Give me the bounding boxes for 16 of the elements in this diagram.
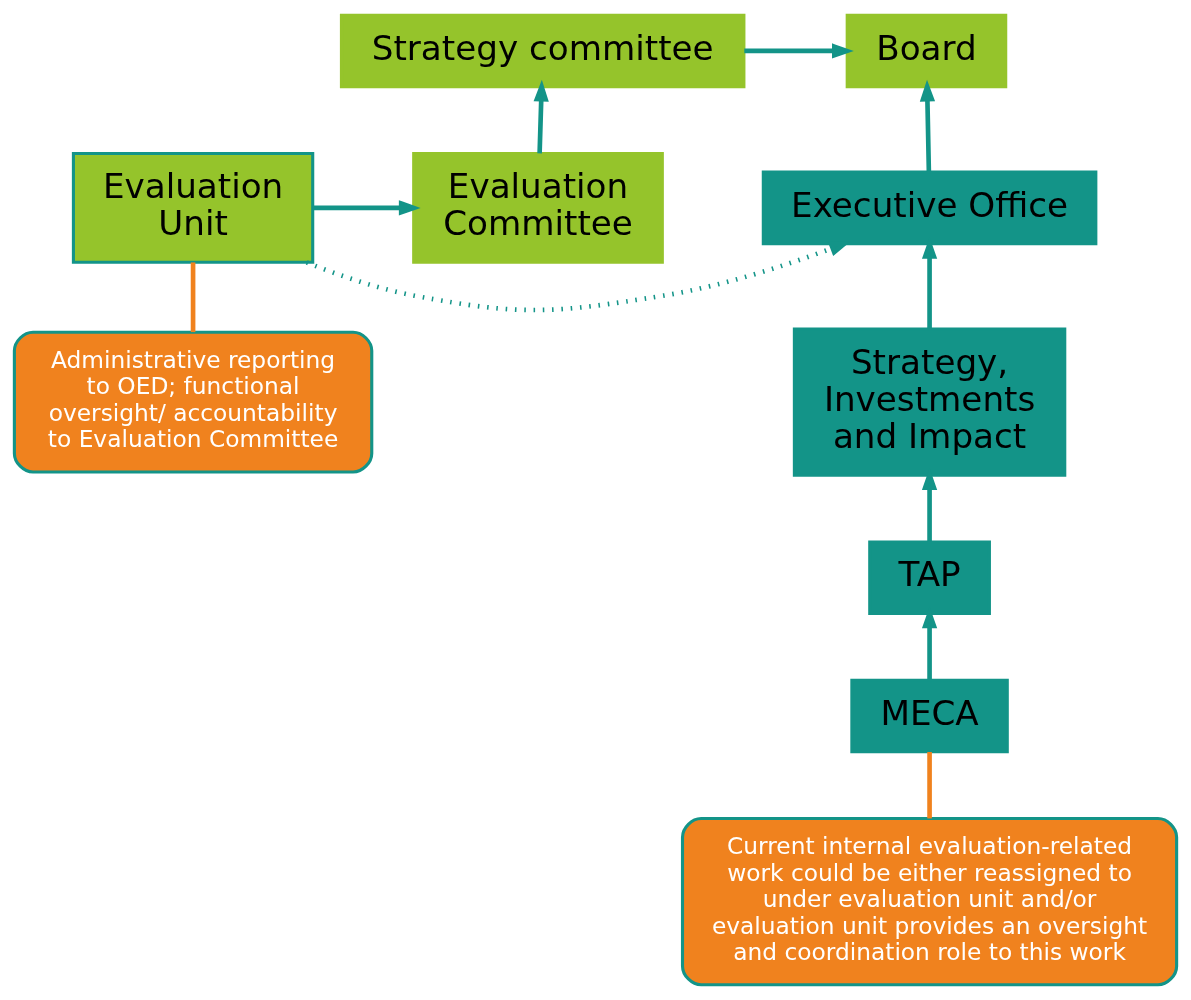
node-box: Board xyxy=(845,13,1008,89)
node-box: Current internal evaluation-related work could be either reassigned to under evaluation unit and/or evaluation unit provides an oversight and coordination role to this work xyxy=(680,816,1179,987)
node-box: Strategy, Investments and Impact xyxy=(792,327,1067,477)
arrow xyxy=(919,79,936,172)
node-box: Evaluation Committee xyxy=(412,151,664,264)
node-box: TAP xyxy=(868,540,991,615)
connector xyxy=(190,262,196,333)
node-box: MECA xyxy=(850,678,1009,754)
node-box: Evaluation Unit xyxy=(71,151,315,264)
arrow xyxy=(533,79,549,154)
node-box: Administrative reporting to OED; functional oversight/ accountability to Evaluation Committee xyxy=(12,330,374,474)
connector xyxy=(927,752,932,819)
node-box: Executive Office xyxy=(761,170,1098,246)
node-box: Strategy committee xyxy=(339,13,746,89)
arrow xyxy=(744,43,854,59)
arrow xyxy=(313,200,421,216)
